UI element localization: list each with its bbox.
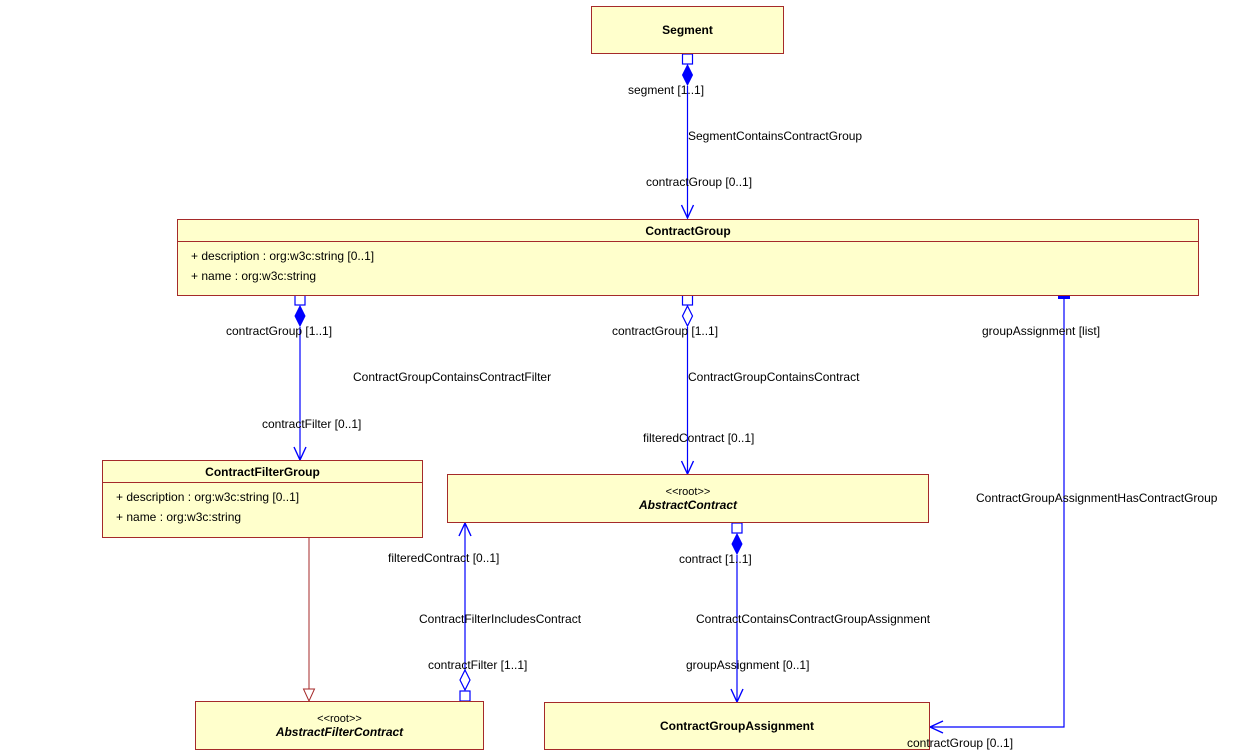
class-name: ContractGroup [645,224,731,238]
class-contract-group-assignment[interactable]: ContractGroupAssignment [544,702,930,750]
contractfilter-includes-contract-connector[interactable] [458,521,472,702]
contractgroup-contains-contract-connector[interactable] [680,294,695,476]
aggregation-handle-square [294,294,306,306]
aggregation-diamond [459,668,471,692]
class-name: ContractFilterGroup [205,465,320,479]
role-label-contractfilter: contractFilter [0..1] [262,417,362,431]
composition-diamond [681,63,694,87]
aggregation-diamond [681,304,694,328]
role-label-contractgroup: contractGroup [0..1] [646,175,753,189]
aggregation-handle-square [459,690,471,702]
navigability-arrowhead [680,204,695,220]
role-label-contractgroup: contractGroup [1..1] [612,324,719,338]
attribute-row: + name : org:w3c:string [191,269,317,283]
class-name: ContractGroupAssignment [659,719,814,733]
aggregation-handle-square [731,522,743,534]
association-name-label: ContractGroupContainsContractFilter [353,370,552,384]
contractgroupassignment-has-contractgroup-connector[interactable] [928,295,1070,734]
attribute-compartment: + description : org:w3c:string [0..1] + … [103,482,422,529]
association-name-label: ContractFilterIncludesContract [419,612,582,626]
attribute-row: + description : org:w3c:string [0..1] [116,490,300,504]
class-abstract-contract[interactable]: <<root>> AbstractContract [447,474,929,523]
segment-contains-contractgroup-connector[interactable] [680,53,695,220]
list-end-bar [1058,295,1070,299]
role-label-contract: contract [1..1] [679,552,752,566]
role-label-contractgroup: contractGroup [0..1] [907,736,1014,750]
contract-contains-contractgroupassignment-connector[interactable] [730,522,744,704]
role-label-contractgroup: contractGroup [1..1] [226,324,333,338]
association-name-label: ContractContainsContractGroupAssignment [696,612,931,626]
navigability-arrowhead [928,720,944,734]
stereotype-label: <<root>> [665,485,711,498]
contractgroup-contains-contractfilter-connector[interactable] [293,294,307,462]
attribute-compartment: + description : org:w3c:string [0..1] + … [178,241,1198,288]
role-label-segment: segment [1..1] [628,83,705,97]
generalization-triangle [302,688,316,703]
association-name-label: ContractGroupContainsContract [688,370,860,384]
generalization-connector[interactable] [302,537,316,703]
composition-diamond [731,532,743,556]
role-label-groupassignment: groupAssignment [0..1] [686,658,810,672]
class-contract-group[interactable]: ContractGroup + description : org:w3c:st… [177,219,1199,296]
class-contract-filter-group[interactable]: ContractFilterGroup + description : org:… [102,460,423,538]
stereotype-label: <<root>> [317,712,362,725]
association-name-label: ContractGroupAssignmentHasContractGroup [976,491,1218,505]
attribute-row: + name : org:w3c:string [116,510,242,524]
aggregation-handle-square [681,53,694,65]
role-label-contractfilter: contractFilter [1..1] [428,658,528,672]
role-label-filteredcontract: filteredContract [0..1] [388,551,500,565]
class-segment[interactable]: Segment [591,6,784,54]
composition-diamond [294,304,306,328]
class-name: AbstractFilterContract [275,724,404,739]
class-name: Segment [662,23,713,37]
association-name-label: SegmentContainsContractGroup [688,129,863,143]
role-label-groupassignment: groupAssignment [list] [982,324,1101,338]
navigability-arrowhead [458,521,472,537]
class-name: AbstractContract [638,497,737,512]
attribute-row: + description : org:w3c:string [0..1] [191,249,375,263]
aggregation-handle-square [681,294,694,306]
class-abstract-filter-contract[interactable]: <<root>> AbstractFilterContract [195,701,484,750]
role-label-filteredcontract: filteredContract [0..1] [643,431,755,445]
